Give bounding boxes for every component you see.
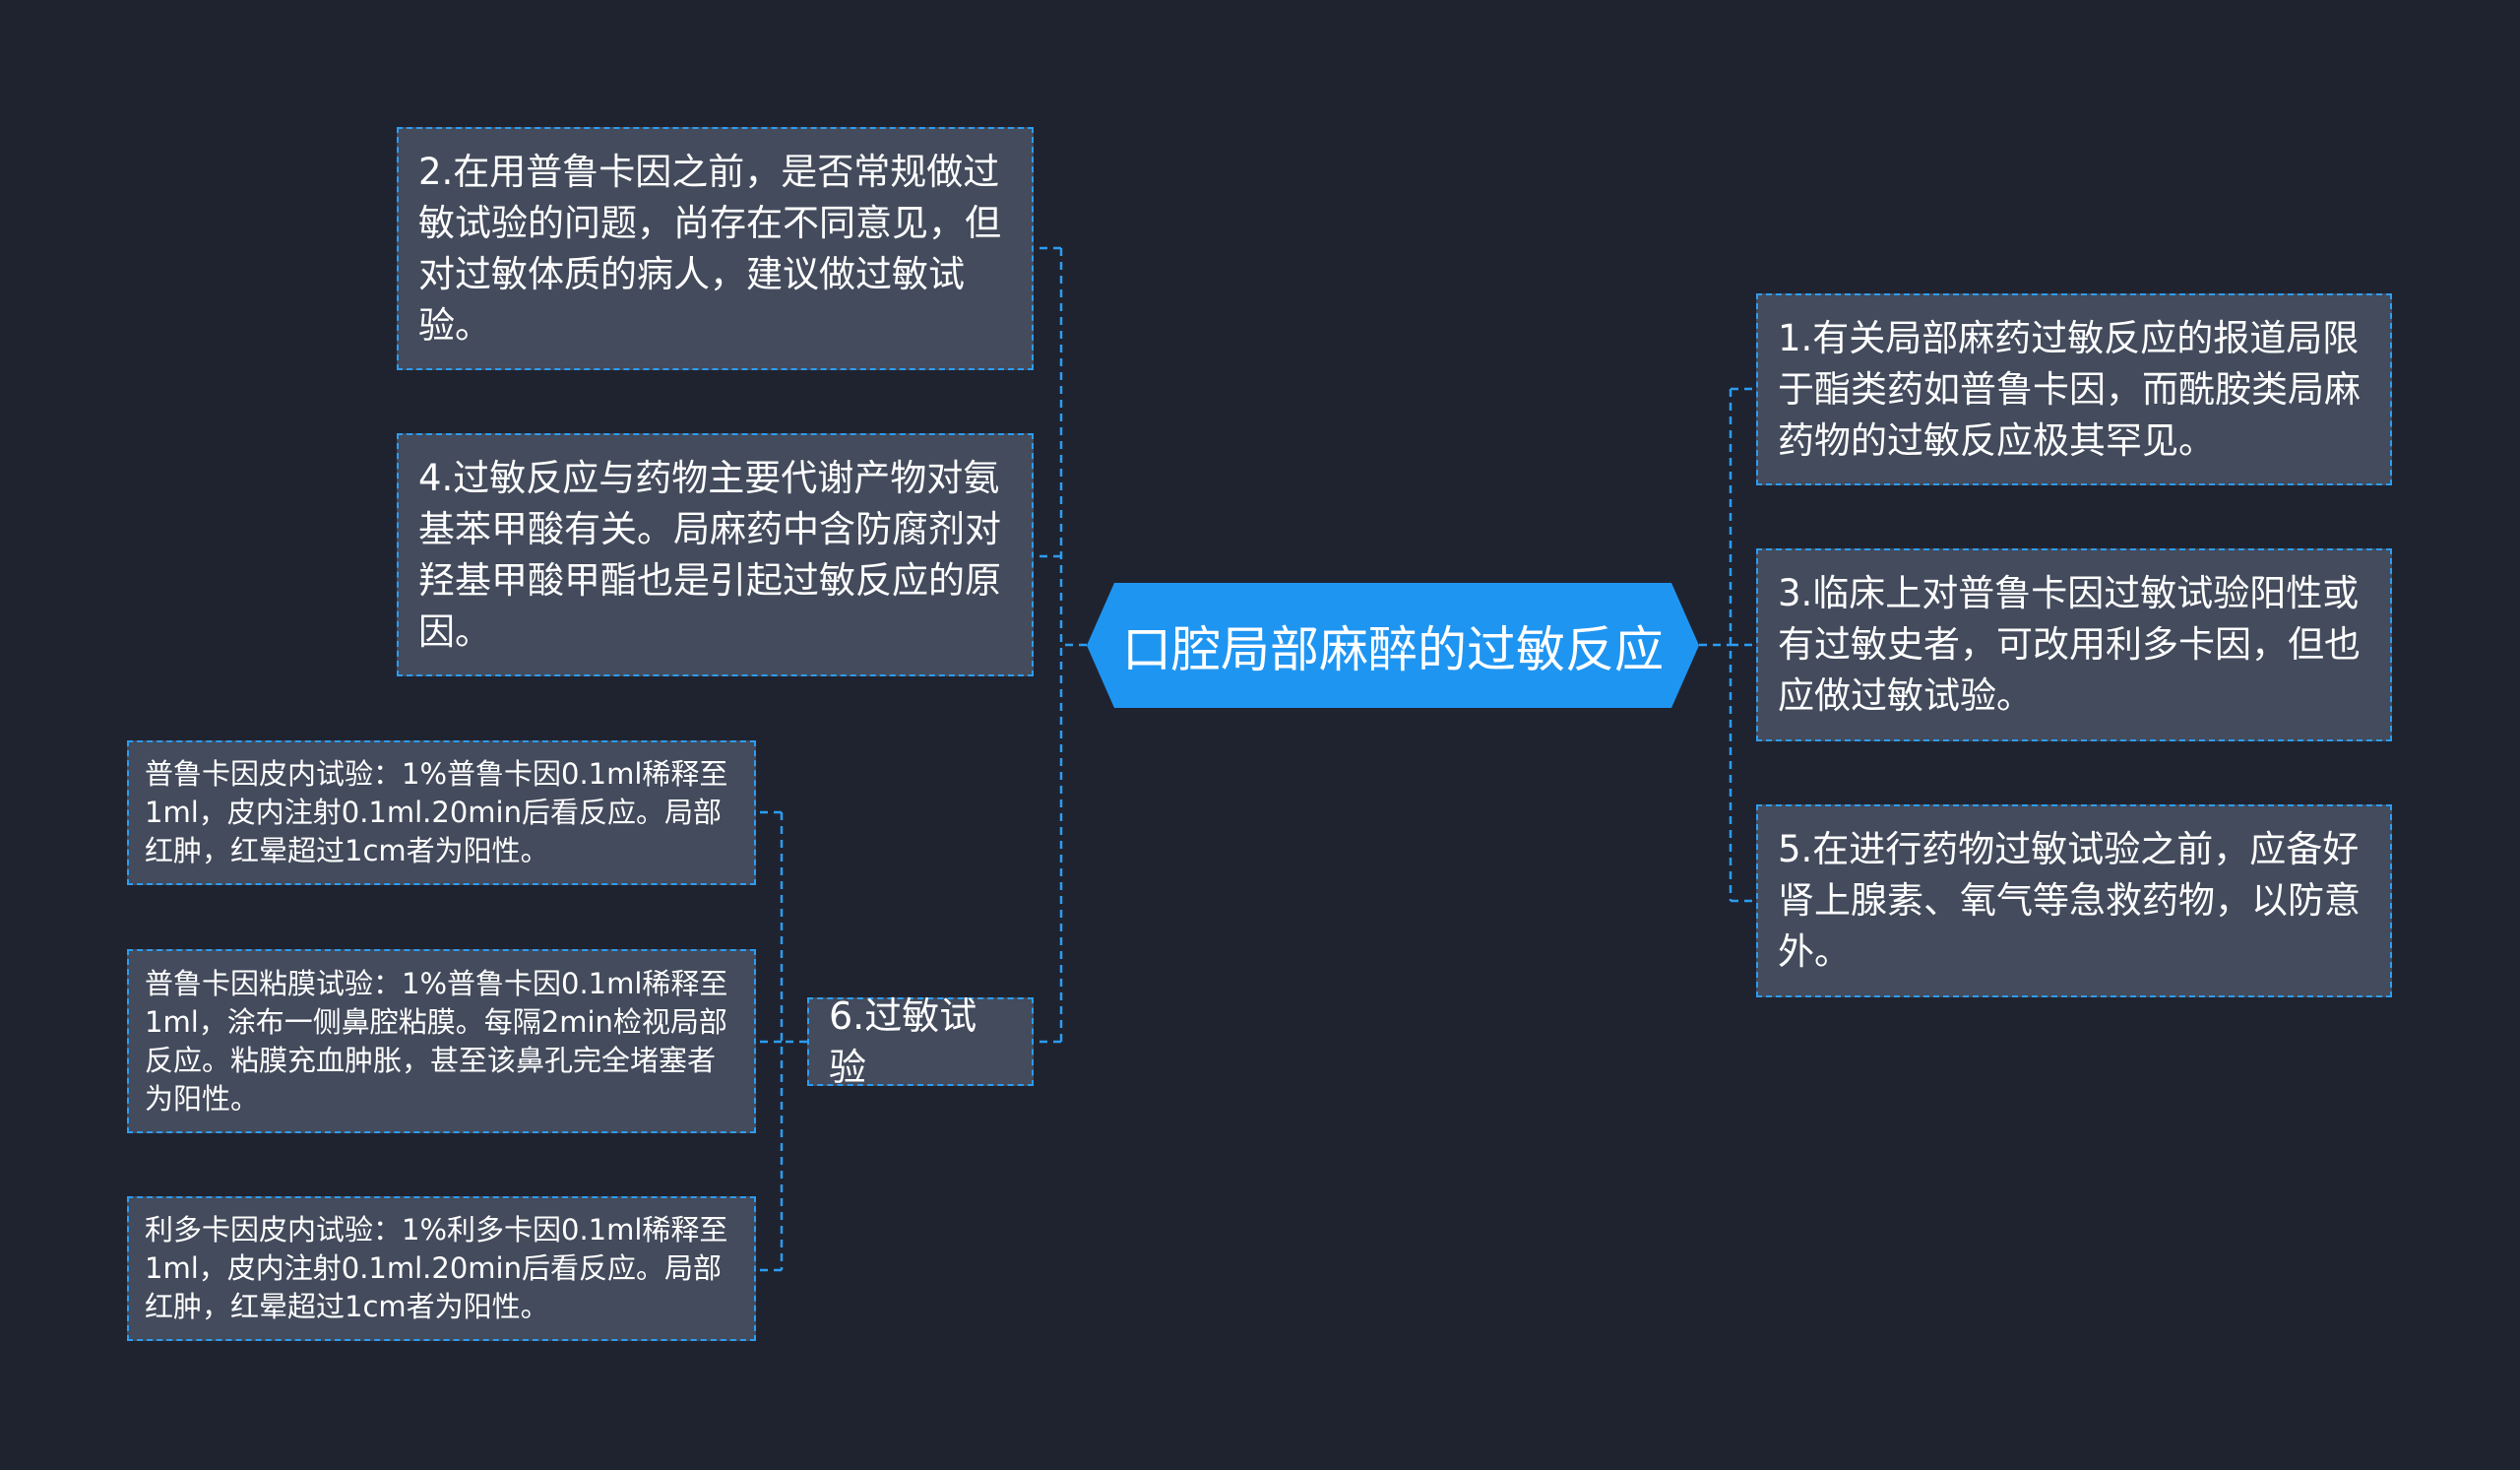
topic-node-2-text: 2.在用普鲁卡因之前，是否常规做过敏试验的问题，尚存在不同意见，但对过敏体质的病…	[418, 150, 1001, 347]
topic-node-1[interactable]: 1.有关局部麻药过敏反应的报道局限于酯类药如普鲁卡因，而酰胺类局麻药物的过敏反应…	[1756, 293, 2392, 485]
topic-node-3[interactable]: 3.临床上对普鲁卡因过敏试验阳性或有过敏史者，可改用利多卡因，但也应做过敏试验。	[1756, 548, 2392, 741]
central-topic[interactable]: 口腔局部麻醉的过敏反应	[1087, 583, 1699, 708]
subtopic-node-2-text: 普鲁卡因粘膜试验：1%普鲁卡因0.1ml稀释至1ml，涂布一侧鼻腔粘膜。每隔2m…	[145, 966, 728, 1116]
topic-node-4-text: 4.过敏反应与药物主要代谢产物对氨基苯甲酸有关。局麻药中含防腐剂对羟基甲酸甲酯也…	[418, 456, 1001, 653]
topic-node-2[interactable]: 2.在用普鲁卡因之前，是否常规做过敏试验的问题，尚存在不同意见，但对过敏体质的病…	[397, 127, 1034, 370]
subtopic-node-2[interactable]: 普鲁卡因粘膜试验：1%普鲁卡因0.1ml稀释至1ml，涂布一侧鼻腔粘膜。每隔2m…	[127, 949, 756, 1133]
subtopic-node-1[interactable]: 普鲁卡因皮内试验：1%普鲁卡因0.1ml稀释至1ml，皮内注射0.1ml.20m…	[127, 740, 756, 885]
topic-node-6-text: 6.过敏试验	[829, 994, 977, 1089]
subtopic-node-1-text: 普鲁卡因皮内试验：1%普鲁卡因0.1ml稀释至1ml，皮内注射0.1ml.20m…	[145, 757, 728, 867]
subtopic-node-3[interactable]: 利多卡因皮内试验：1%利多卡因0.1ml稀释至1ml，皮内注射0.1ml.20m…	[127, 1196, 756, 1341]
topic-node-6[interactable]: 6.过敏试验	[807, 994, 1034, 1089]
central-topic-label: 口腔局部麻醉的过敏反应	[1122, 620, 1664, 678]
topic-node-3-text: 3.临床上对普鲁卡因过敏试验阳性或有过敏史者，可改用利多卡因，但也应做过敏试验。	[1778, 572, 2361, 717]
topic-node-1-text: 1.有关局部麻药过敏反应的报道局限于酯类药如普鲁卡因，而酰胺类局麻药物的过敏反应…	[1778, 316, 2361, 462]
topic-node-5[interactable]: 5.在进行药物过敏试验之前，应备好肾上腺素、氧气等急救药物，以防意外。	[1756, 804, 2392, 997]
subtopic-node-3-text: 利多卡因皮内试验：1%利多卡因0.1ml稀释至1ml，皮内注射0.1ml.20m…	[145, 1213, 728, 1323]
topic-node-4[interactable]: 4.过敏反应与药物主要代谢产物对氨基苯甲酸有关。局麻药中含防腐剂对羟基甲酸甲酯也…	[397, 433, 1034, 676]
topic-node-5-text: 5.在进行药物过敏试验之前，应备好肾上腺素、氧气等急救药物，以防意外。	[1778, 828, 2361, 973]
